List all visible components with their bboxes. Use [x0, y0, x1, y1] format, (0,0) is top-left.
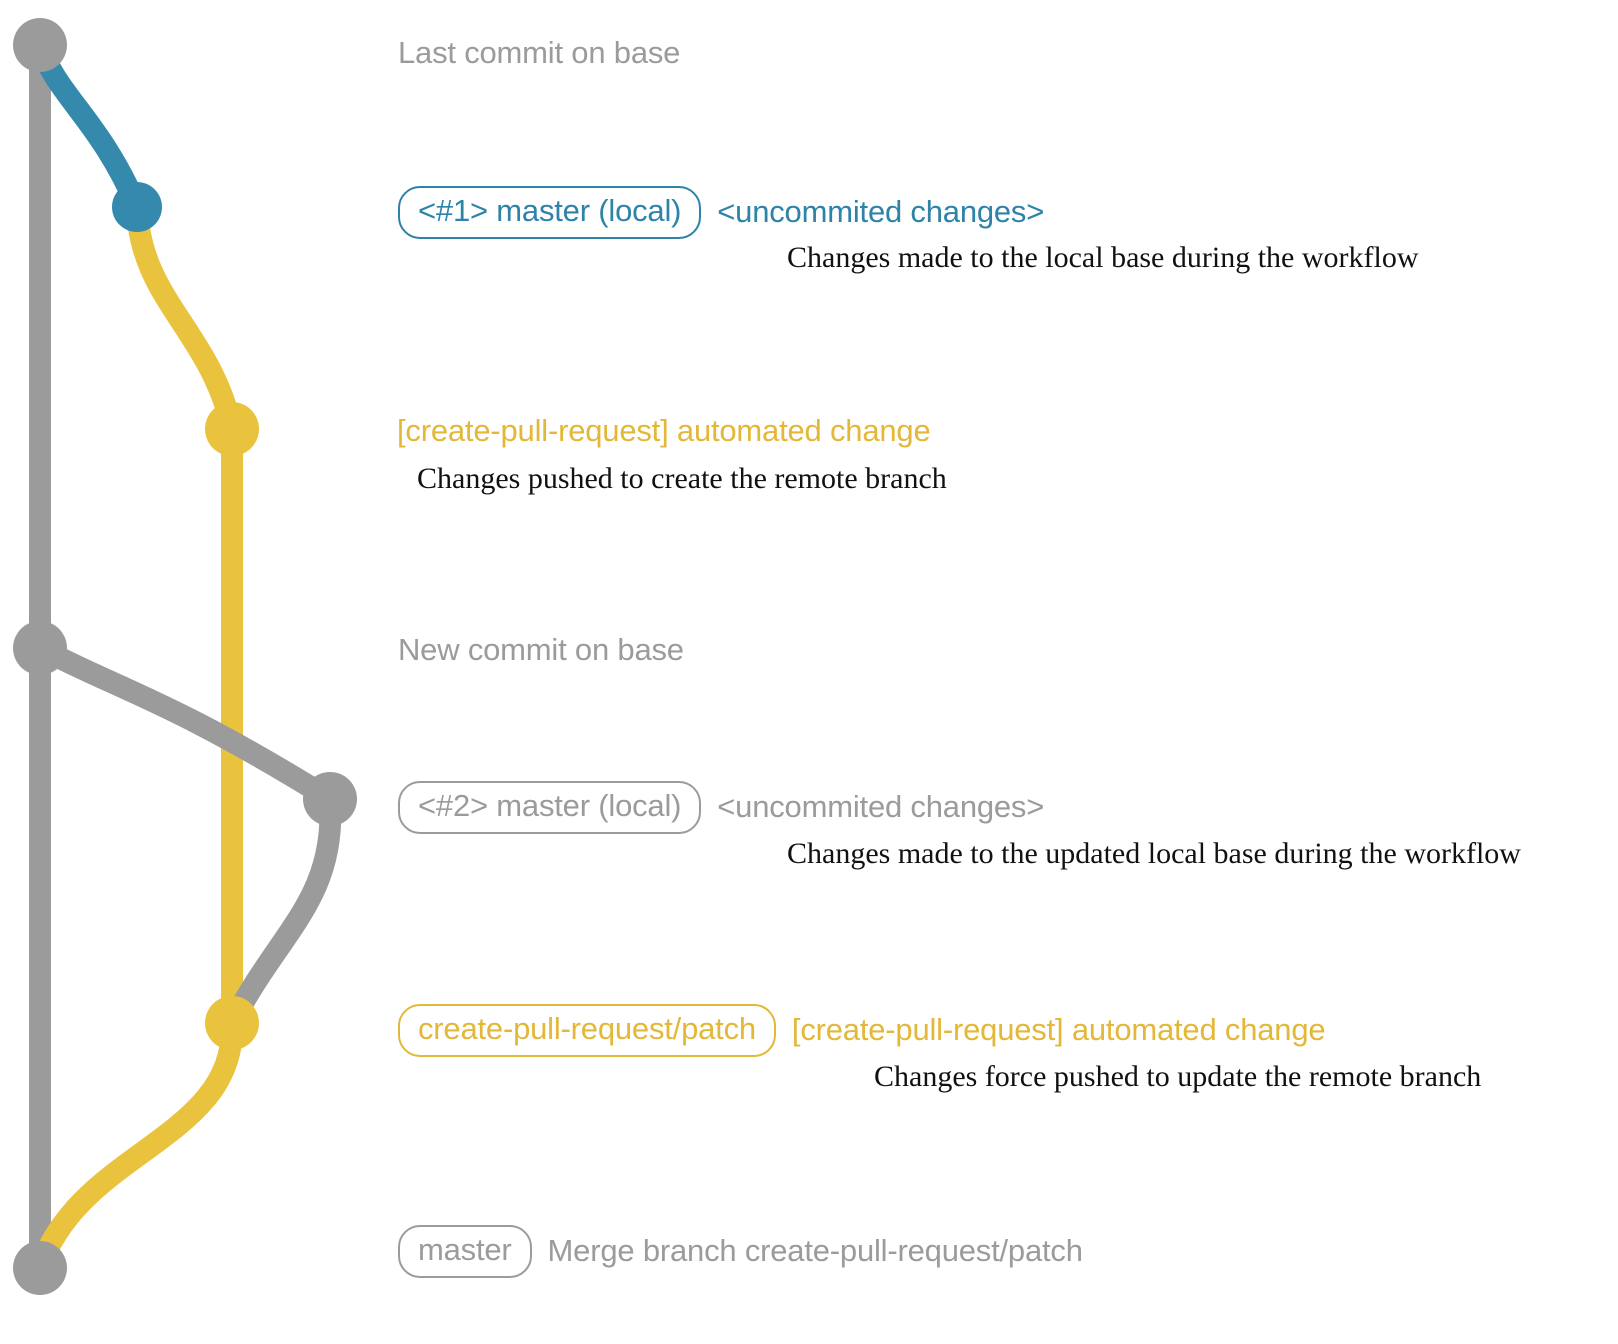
commit-node-patch-2	[205, 996, 259, 1050]
subtext-automated-change-1: Changes pushed to create the remote bran…	[417, 462, 947, 495]
row-local-1: <#1> master (local) <uncommited changes>	[398, 186, 1044, 239]
commit-node-local-2	[303, 772, 357, 826]
headline-local-1: <uncommited changes>	[717, 194, 1045, 230]
headline-last-commit-on-base: Last commit on base	[398, 35, 681, 70]
commit-node-patch-1	[205, 402, 259, 456]
headline-automated-change-2: [create-pull-request] automated change	[791, 1012, 1326, 1048]
edge-base-to-local1	[29, 34, 148, 218]
row-merge-commit: master Merge branch create-pull-request/…	[398, 1225, 1083, 1278]
badge-create-pull-request-patch[interactable]: create-pull-request/patch	[398, 1004, 776, 1057]
subtext-automated-change-2: Changes force pushed to update the remot…	[874, 1060, 1482, 1093]
commit-node-merge-base	[13, 1241, 67, 1295]
row-last-commit-on-base: Last commit on base	[398, 35, 681, 70]
edge-local2-to-patch2	[221, 788, 342, 1034]
badge-master[interactable]: master	[398, 1225, 532, 1278]
row-automated-change-1: [create-pull-request] automated change	[397, 413, 931, 448]
subtext-local-2: Changes made to the updated local base d…	[787, 837, 1521, 870]
badge-local-1[interactable]: <#1> master (local)	[398, 186, 702, 239]
commit-node-base-top	[13, 18, 67, 72]
headline-new-commit-on-base: New commit on base	[398, 632, 684, 667]
subtext-local-1: Changes made to the local base during th…	[787, 241, 1419, 274]
headline-merge-commit: Merge branch create-pull-request/patch	[547, 1233, 1083, 1269]
headline-automated-change-1: [create-pull-request] automated change	[397, 413, 931, 448]
commit-node-local-1	[112, 182, 162, 232]
row-local-2: <#2> master (local) <uncommited changes>	[398, 781, 1044, 834]
headline-local-2: <uncommited changes>	[717, 789, 1045, 825]
commit-node-base-new	[13, 621, 67, 675]
row-new-commit-on-base: New commit on base	[398, 632, 684, 667]
badge-local-2[interactable]: <#2> master (local)	[398, 781, 702, 834]
edge-base-to-local2	[29, 637, 341, 810]
row-automated-change-2: create-pull-request/patch [create-pull-r…	[398, 1004, 1326, 1057]
edge-patch2-to-merge	[29, 1012, 244, 1279]
edge-local1-to-patch1	[126, 196, 243, 440]
